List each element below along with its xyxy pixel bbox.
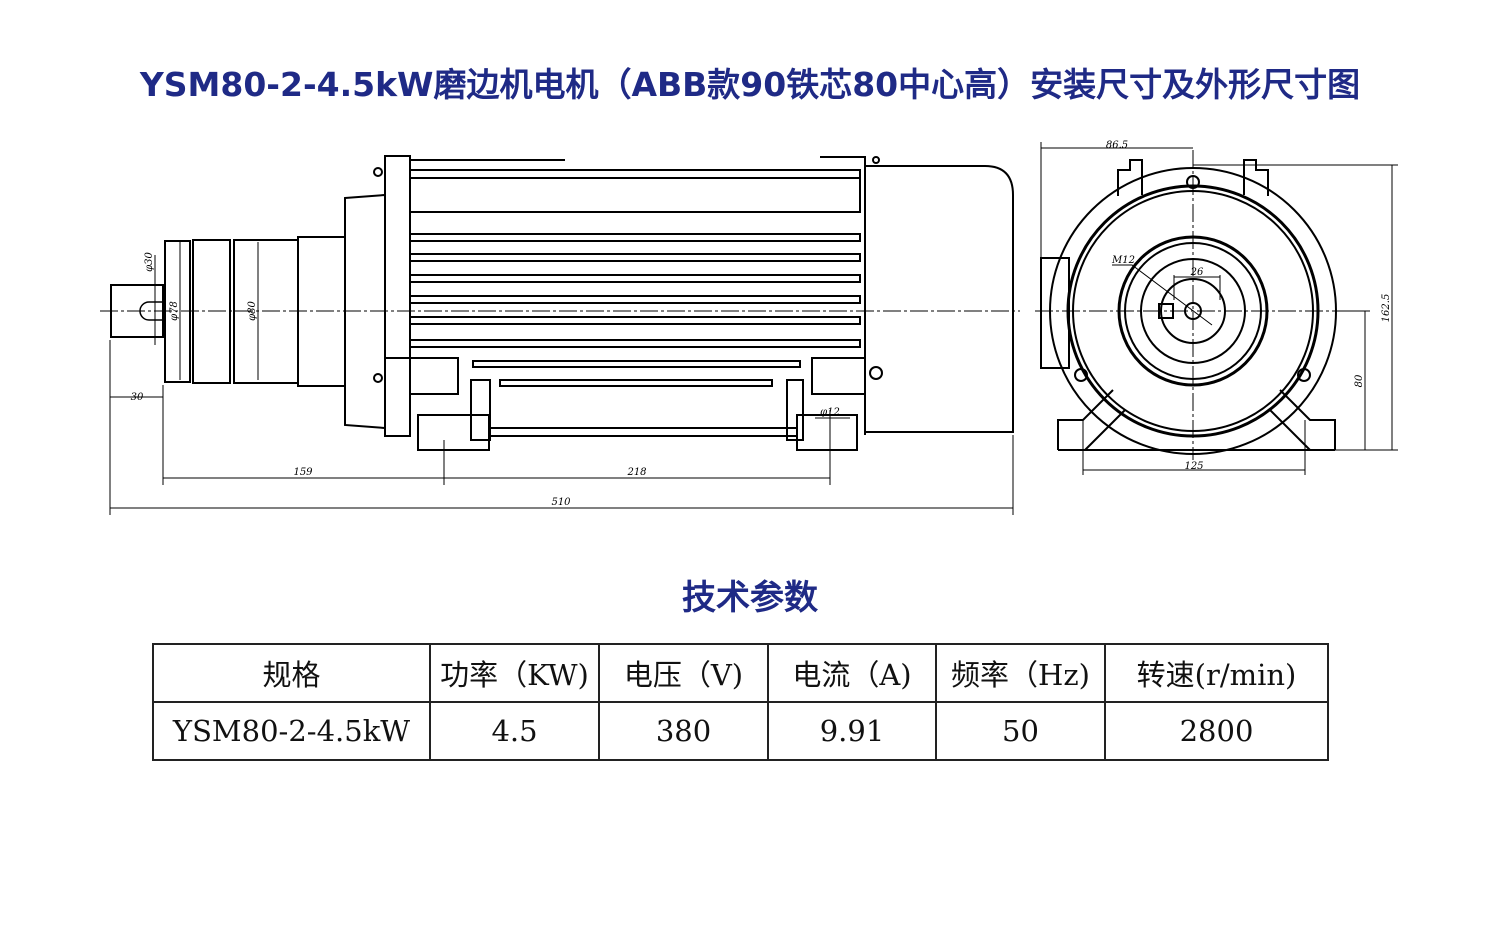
dim-162-5: 162.5 [1381,294,1392,323]
spec-title: 技术参数 [682,578,818,618]
table-row: YSM80-2-4.5kW 4.5 380 9.91 50 2800 [152,701,1329,761]
dim-125: 125 [1184,461,1203,472]
dim-dia-78: φ78 [169,301,180,321]
header-cell: 电压（V) [598,643,769,703]
header-cell: 功率（KW) [429,643,600,703]
dim-dia-80: φ80 [247,301,258,321]
dim-26: 26 [1190,267,1204,278]
cell-voltage: 380 [598,701,769,761]
dim-m12: M12 [1111,255,1135,266]
cell-model: YSM80-2-4.5kW [152,701,431,761]
header-cell: 电流（A) [767,643,937,703]
end-view: 86.5 125 26 M12 162.5 80 [1035,140,1398,475]
cell-speed: 2800 [1104,701,1329,761]
dim-510: 510 [551,497,571,508]
cell-power: 4.5 [429,701,600,761]
dim-shaft-dia: φ30 [144,252,155,272]
dim-159: 159 [293,467,313,478]
spec-table: 规格 功率（KW) 电压（V) 电流（A) 频率（Hz) 转速(r/min) Y… [152,643,1329,761]
table-header-row: 规格 功率（KW) 电压（V) 电流（A) 频率（Hz) 转速(r/min) [152,643,1329,703]
header-cell: 转速(r/min) [1104,643,1329,703]
dim-hole-dia: φ12 [820,407,840,418]
header-cell: 频率（Hz) [935,643,1106,703]
drawing-title: YSM80-2-4.5kW磨边机电机（ABB款90铁芯80中心高）安装尺寸及外形… [139,65,1361,104]
side-view: 30 159 218 510 φ12 φ30 φ78 φ80 [100,155,1020,515]
dim-218: 218 [626,467,646,478]
dim-86-5: 86.5 [1106,140,1128,151]
cell-current: 9.91 [767,701,937,761]
dim-shaft-length: 30 [131,392,144,403]
cell-frequency: 50 [935,701,1106,761]
dim-80: 80 [1354,374,1365,387]
header-cell: 规格 [152,643,431,703]
